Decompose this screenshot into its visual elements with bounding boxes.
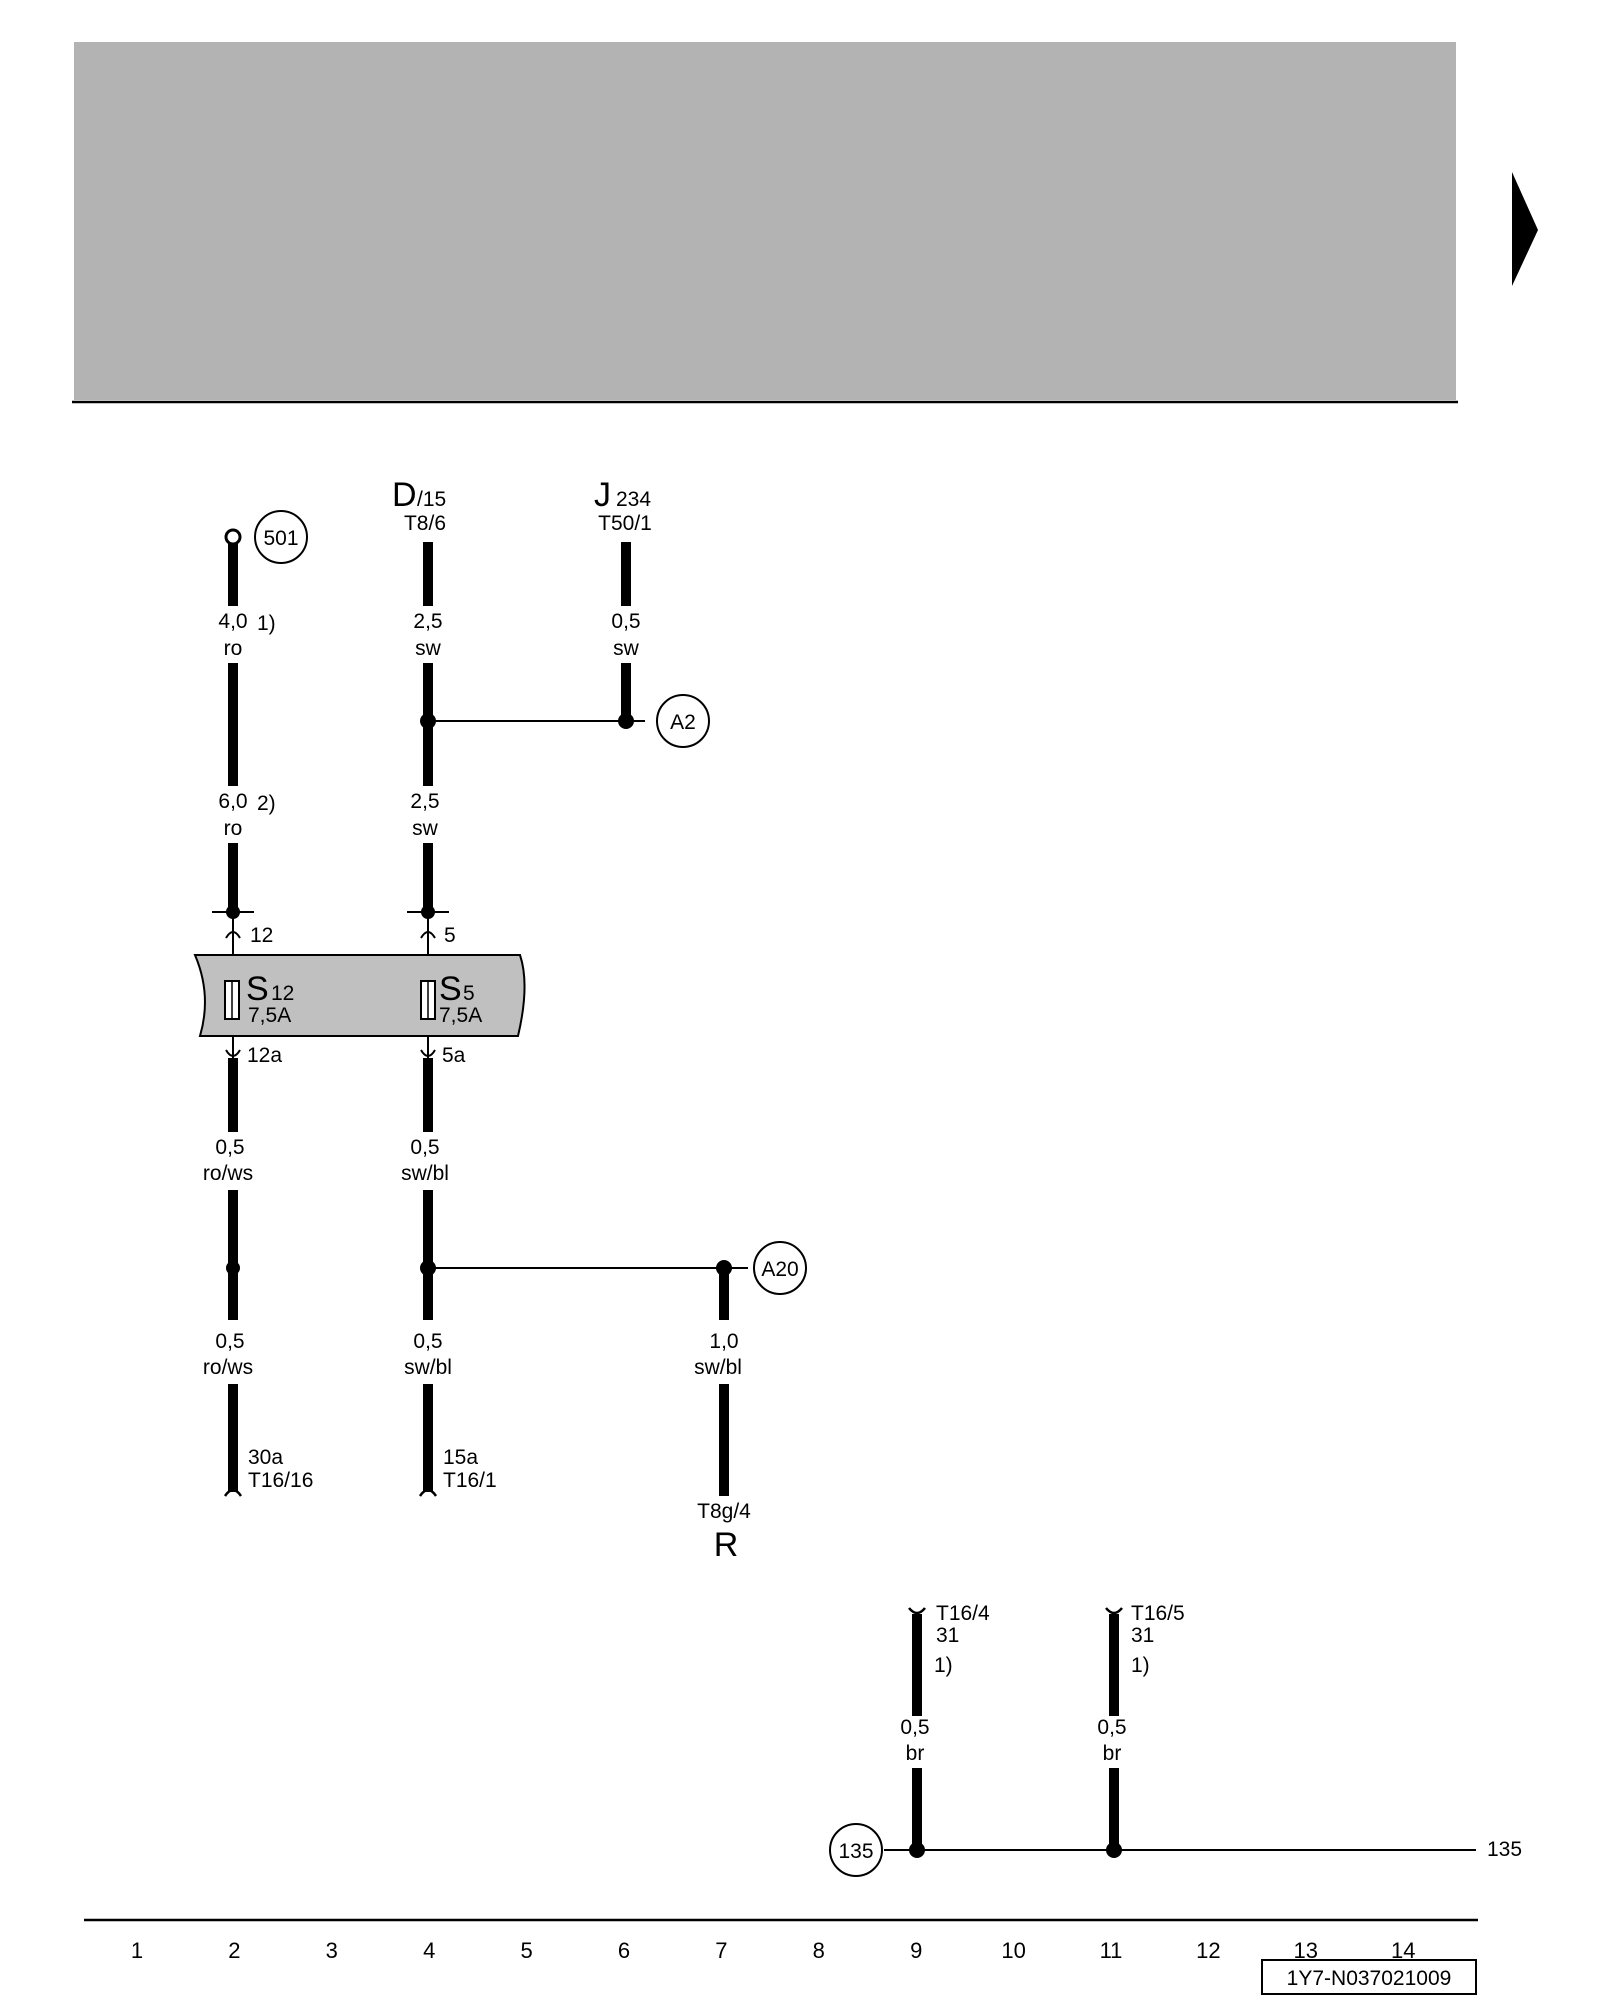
wire-w7-color: sw/bl (401, 1162, 449, 1185)
column-number-11: 11 (1100, 1938, 1123, 1963)
circle-a20 (753, 1241, 807, 1295)
t165-term: 31 (1131, 1624, 1154, 1647)
doc-id: 1Y7-N037021009 (1287, 1967, 1452, 1990)
j234-name: J (594, 476, 611, 514)
wire-w1-size: 4,0 (218, 610, 247, 633)
wire-w10-size: 1,0 (709, 1330, 738, 1353)
connector-col2-bottom (225, 1049, 241, 1057)
column-number-4: 4 (423, 1938, 435, 1963)
pin-5-label: 5 (444, 924, 456, 947)
j234-sub: 234 (616, 488, 651, 511)
wire-w2-size: 6,0 (218, 790, 247, 813)
column-number-10: 10 (1001, 1938, 1025, 1963)
ground-ref-135: 135 (1487, 1838, 1522, 1861)
circle-135-label: 135 (838, 1840, 873, 1863)
t165-note: 1) (1131, 1654, 1150, 1677)
wire-w4-size: 0,5 (611, 610, 640, 633)
fuse-s5-sub: 5 (463, 982, 475, 1005)
wire-w4-color: sw (613, 637, 640, 660)
column-number-2: 2 (228, 1938, 240, 1963)
pin-5a-label: 5a (442, 1044, 466, 1067)
triangle-right-icon[interactable] (1512, 172, 1538, 286)
fuse-s12-sub: 12 (271, 982, 294, 1005)
column-number-6: 6 (618, 1938, 630, 1963)
term-15a-pin: T16/1 (443, 1469, 497, 1492)
wire-w6-color: ro/ws (203, 1162, 253, 1185)
wire-w8-size: 0,5 (215, 1330, 244, 1353)
d15-pin: T8/6 (404, 512, 446, 535)
column-number-14: 14 (1391, 1938, 1415, 1963)
column-number-5: 5 (520, 1938, 532, 1963)
wire-w3-color: sw (415, 637, 442, 660)
t164-pin: T16/4 (936, 1602, 990, 1625)
r-name: R (714, 1526, 739, 1564)
terminal-501-ring (224, 528, 242, 546)
wire-w9-color: sw/bl (404, 1356, 452, 1379)
wire-w12-color: br (1103, 1742, 1122, 1765)
connector-t165 (1105, 1607, 1123, 1615)
connector-col4-end (418, 1488, 438, 1497)
header-panel (74, 42, 1456, 400)
t164-term: 31 (936, 1624, 959, 1647)
wire-w7-size: 0,5 (410, 1136, 439, 1159)
circle-501 (254, 510, 308, 564)
term-30a: 30a (248, 1446, 283, 1469)
wire-w3-size: 2,5 (413, 610, 442, 633)
connector-col2-end (223, 1488, 243, 1497)
connector-col4-bottom (420, 1049, 436, 1057)
j234-pin: T50/1 (598, 512, 652, 535)
term-15a: 15a (443, 1446, 478, 1469)
circle-501-label: 501 (263, 527, 298, 550)
d15-sub: /15 (417, 488, 446, 511)
wire-w11-color: br (906, 1742, 925, 1765)
fuse-box (193, 954, 526, 1037)
fuse-s5-rating: 7,5A (439, 1004, 482, 1027)
column-number-8: 8 (813, 1938, 825, 1963)
wire-w8-color: ro/ws (203, 1356, 253, 1379)
column-number-1: 1 (131, 1938, 143, 1963)
wire-w12-size: 0,5 (1097, 1716, 1126, 1739)
column-number-9: 9 (910, 1938, 922, 1963)
wire-w10-color: sw/bl (694, 1356, 742, 1379)
connector-t164 (908, 1607, 926, 1615)
fuse-s5-name: S (439, 970, 462, 1008)
r-pin: T8g/4 (697, 1500, 751, 1523)
wire-w5-color: sw (412, 817, 439, 840)
wire-w9-size: 0,5 (413, 1330, 442, 1353)
wire-w5-size: 2,5 (410, 790, 439, 813)
circle-135 (829, 1823, 883, 1877)
wire-w1-note: 1) (257, 612, 276, 635)
column-number-12: 12 (1196, 1938, 1220, 1963)
wire-w11-size: 0,5 (900, 1716, 929, 1739)
circle-a20-label: A20 (761, 1258, 798, 1281)
wire-w2-color: ro (224, 817, 243, 840)
wire-w2-note: 2) (257, 792, 276, 815)
t164-note: 1) (934, 1654, 953, 1677)
node-col2-mid (226, 1261, 240, 1275)
fuse-s12-rating: 7,5A (248, 1004, 291, 1027)
d15-name: D (392, 476, 417, 514)
column-number-13: 13 (1294, 1938, 1318, 1963)
doc-id-box (1261, 1959, 1477, 1995)
t165-pin: T16/5 (1131, 1602, 1185, 1625)
wire-w1-color: ro (224, 637, 243, 660)
circle-a2 (656, 694, 710, 748)
column-number-7: 7 (715, 1938, 727, 1963)
pin-12a-label: 12a (247, 1044, 282, 1067)
column-number-3: 3 (326, 1938, 338, 1963)
term-30a-pin: T16/16 (248, 1469, 313, 1492)
fuse-s12-name: S (246, 970, 269, 1008)
wire-w6-size: 0,5 (215, 1136, 244, 1159)
pin-12-label: 12 (250, 924, 273, 947)
circle-a2-label: A2 (670, 711, 696, 734)
